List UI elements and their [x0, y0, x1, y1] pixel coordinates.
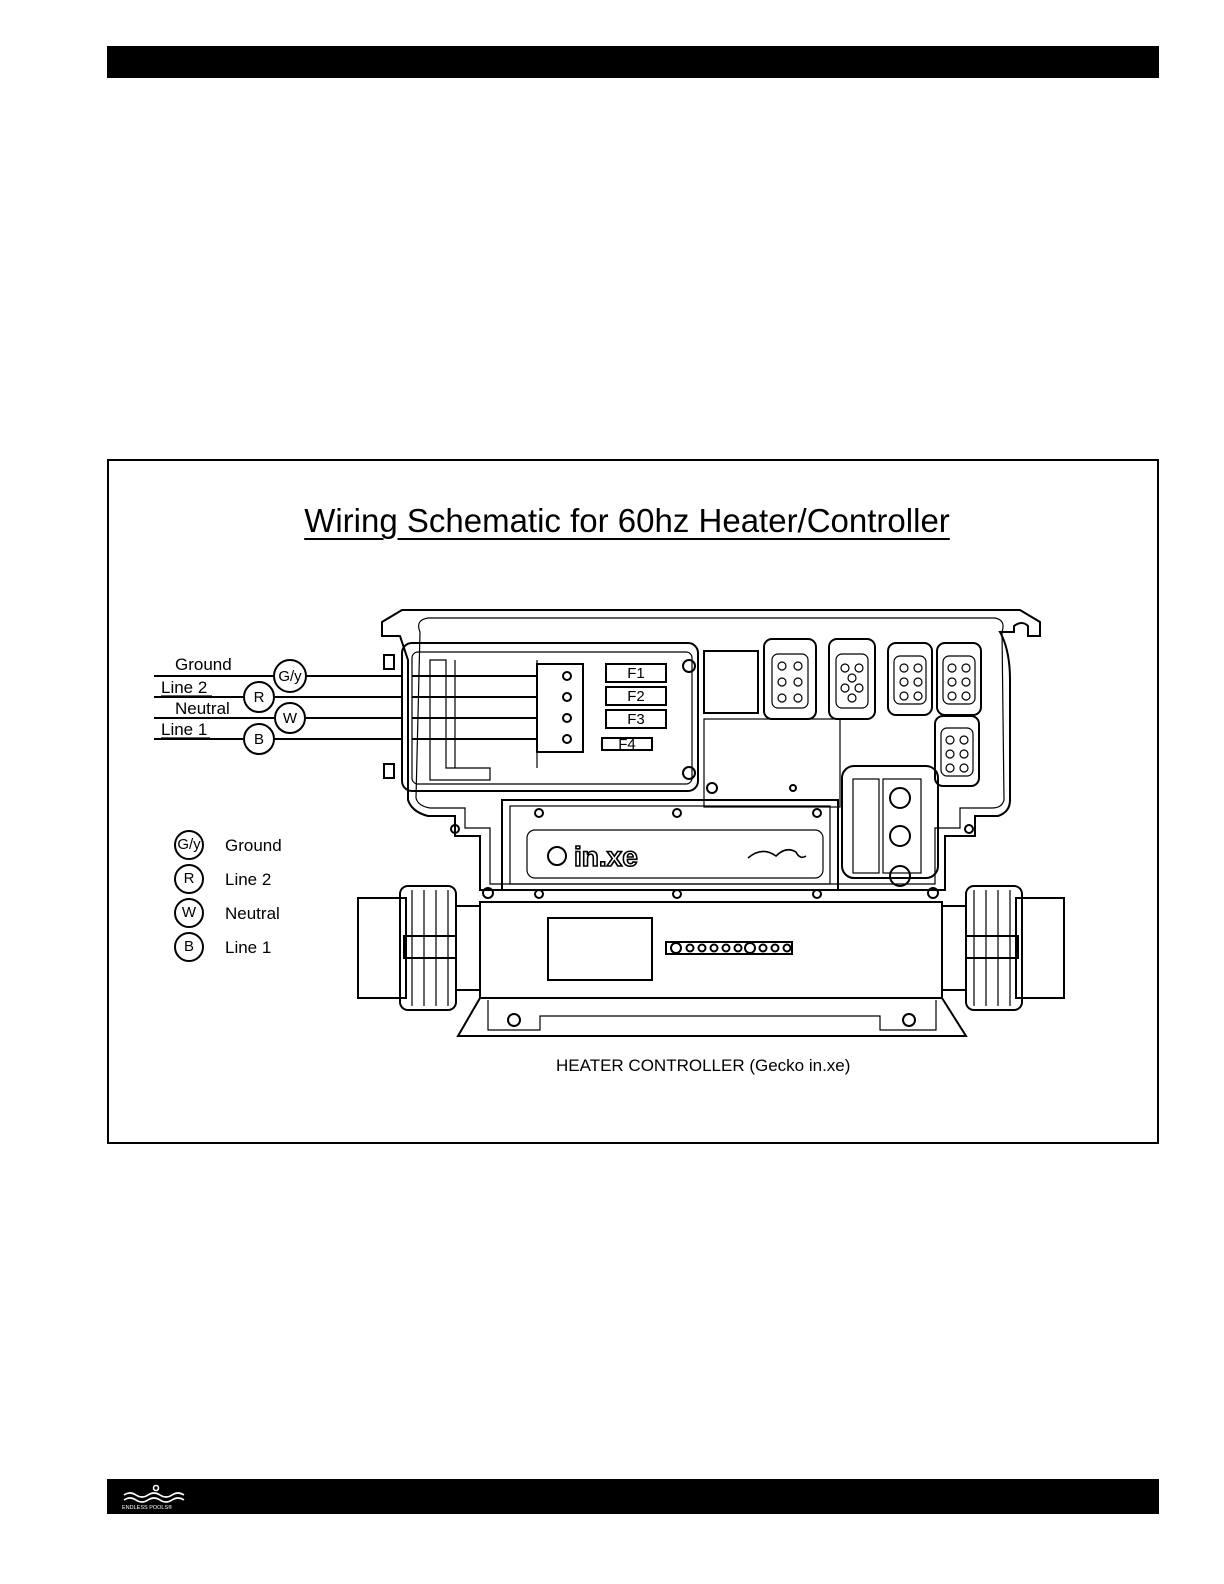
gecko-logo-icon — [748, 850, 806, 858]
wire-symbol-line2: R — [254, 689, 265, 706]
endless-pools-logo-icon: ENDLESS POOLS® — [120, 1483, 190, 1511]
wire-symbol-neutral: W — [283, 710, 298, 727]
fuse-label-f4: F4 — [618, 736, 636, 753]
wire-symbol-ground: G/y — [278, 668, 302, 685]
legend-label: Line 2 — [225, 870, 271, 890]
legend-symbol: B — [174, 932, 204, 962]
fuse-label-f2: F2 — [627, 688, 645, 705]
footer-logo-text: ENDLESS POOLS® — [122, 1504, 172, 1511]
wire-symbol-line1: B — [254, 731, 264, 748]
footer-bar — [107, 1479, 1159, 1514]
legend-symbol: R — [174, 864, 204, 894]
legend-symbol: G/y — [174, 830, 204, 860]
fuse-label-f3: F3 — [627, 711, 645, 728]
legend-label: Ground — [225, 836, 282, 856]
legend-symbol: W — [174, 898, 204, 928]
brand-label: in.xe — [574, 841, 638, 872]
fuse-label-f1: F1 — [627, 665, 645, 682]
diagram-caption: HEATER CONTROLLER (Gecko in.xe) — [556, 1056, 850, 1076]
legend-label: Neutral — [225, 904, 280, 924]
legend-label: Line 1 — [225, 938, 271, 958]
